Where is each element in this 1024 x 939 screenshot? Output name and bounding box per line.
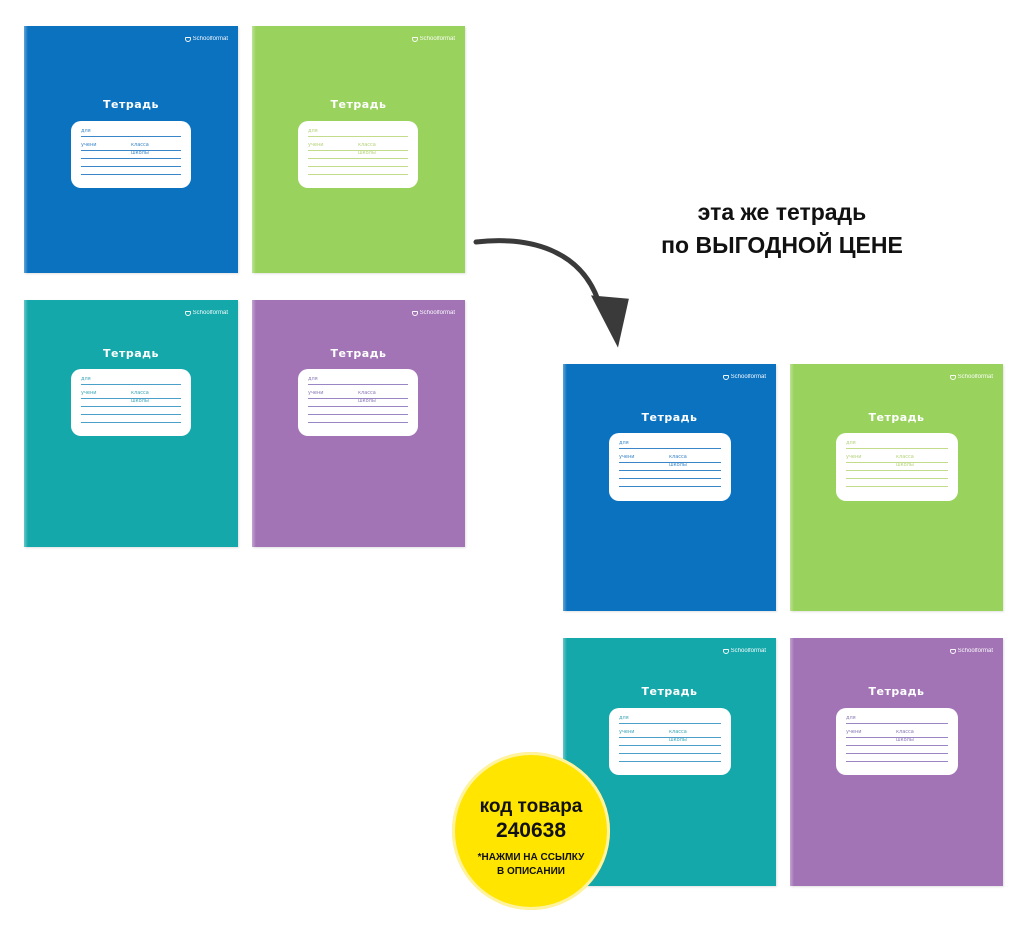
field-student-text: учени [619, 729, 635, 735]
promo-heading: эта же тетрадь по ВЫГОДНОЙ ЦЕНЕ [620, 196, 944, 262]
notebook-purple-left: Schoolformat Тетрадь для учени класса шк… [252, 300, 465, 547]
shield-icon [949, 374, 956, 380]
brand-name: Schoolformat [419, 310, 455, 316]
notebook-label: для учени класса школы [71, 369, 191, 436]
product-code-badge: код товара 240638 *НАЖМИ НА ССЫЛКУ В ОПИ… [452, 752, 610, 910]
brand-name: Schoolformat [730, 374, 766, 380]
brand-logo: Schoolformat [411, 310, 455, 316]
field-class-text: класса [896, 729, 914, 735]
notebook-title: Тетрадь [103, 347, 159, 360]
field-class-text: класса [669, 729, 687, 735]
promo-heading-line2: по ВЫГОДНОЙ ЦЕНЕ [661, 232, 903, 258]
field-for-text: для [846, 715, 856, 721]
field-school-text: школы [896, 737, 914, 743]
notebook-label: для учени класса школы [609, 433, 731, 501]
shield-icon [411, 36, 418, 42]
field-class-text: класса [131, 390, 149, 396]
brand-name: Schoolformat [957, 648, 993, 654]
notebook-label: для учени класса школы [71, 121, 191, 188]
field-school-text: школы [358, 398, 376, 404]
field-class-text: класса [896, 454, 914, 460]
field-class-text: класса [669, 454, 687, 460]
field-for-text: для [81, 376, 91, 382]
notebook-title: Тетрадь [330, 347, 387, 360]
brand-name: Schoolformat [192, 310, 228, 316]
notebook-label: для учени класса школы [298, 121, 418, 188]
notebook-title: Тетрадь [641, 411, 698, 424]
notebook-green-left: Schoolformat Тетрадь для учени класса шк… [252, 26, 465, 273]
field-class-text: класса [358, 390, 376, 396]
brand-name: Schoolformat [730, 648, 766, 654]
notebook-title: Тетрадь [103, 98, 159, 111]
curved-arrow-icon [473, 238, 629, 348]
brand-name: Schoolformat [192, 36, 228, 42]
field-student-text: учени [81, 142, 97, 148]
brand-logo: Schoolformat [722, 374, 766, 380]
field-for-text: для [81, 128, 91, 134]
shield-icon [411, 310, 418, 316]
notebook-blue-left: Schoolformat Тетрадь для учени класса шк… [24, 26, 238, 273]
field-for-text: для [846, 440, 856, 446]
badge-code-number: 240638 [495, 819, 567, 842]
notebook-green-right: Schoolformat Тетрадь для учени класса шк… [790, 364, 1003, 611]
notebook-teal-left: Schoolformat Тетрадь для учени класса шк… [24, 300, 238, 547]
field-class-text: класса [131, 142, 149, 148]
brand-name: Schoolformat [419, 36, 455, 42]
shield-icon [184, 310, 191, 316]
shield-icon [722, 374, 729, 380]
field-student-text: учени [81, 390, 97, 396]
notebook-title: Тетрадь [868, 685, 925, 698]
notebook-label: для учени класса школы [836, 433, 958, 501]
shield-icon [949, 648, 956, 654]
notebook-blue-right: Schoolformat Тетрадь для учени класса шк… [563, 364, 776, 611]
field-for-text: для [619, 440, 629, 446]
notebook-label: для учени класса школы [836, 708, 958, 775]
brand-logo: Schoolformat [184, 36, 228, 42]
field-student-text: учени [308, 390, 324, 396]
brand-logo: Schoolformat [949, 374, 993, 380]
field-class-text: класса [358, 142, 376, 148]
notebook-title: Тетрадь [641, 685, 698, 698]
field-school-text: школы [358, 150, 376, 156]
notebook-title: Тетрадь [868, 411, 925, 424]
badge-note-line1: *НАЖМИ НА ССЫЛКУ [477, 852, 585, 863]
notebook-purple-right: Schoolformat Тетрадь для учени класса шк… [790, 638, 1003, 886]
promo-heading-line1: эта же тетрадь [697, 199, 867, 225]
field-for-text: для [619, 715, 629, 721]
field-school-text: школы [131, 150, 149, 156]
field-school-text: школы [669, 462, 687, 468]
shield-icon [722, 648, 729, 654]
field-school-text: школы [131, 398, 149, 404]
brand-logo: Schoolformat [411, 36, 455, 42]
badge-note-line2: В ОПИСАНИИ [497, 866, 565, 877]
field-for-text: для [308, 128, 318, 134]
brand-logo: Schoolformat [184, 310, 228, 316]
field-for-text: для [308, 376, 318, 382]
brand-logo: Schoolformat [722, 648, 766, 654]
brand-name: Schoolformat [957, 374, 993, 380]
badge-code-label: код товара [479, 796, 583, 817]
field-student-text: учени [308, 142, 324, 148]
notebook-title: Тетрадь [330, 98, 387, 111]
field-school-text: школы [669, 737, 687, 743]
field-student-text: учени [846, 729, 862, 735]
field-student-text: учени [846, 454, 862, 460]
field-school-text: школы [896, 462, 914, 468]
brand-logo: Schoolformat [949, 648, 993, 654]
notebook-label: для учени класса школы [298, 369, 418, 436]
field-student-text: учени [619, 454, 635, 460]
shield-icon [184, 36, 191, 42]
notebook-label: для учени класса школы [609, 708, 731, 775]
